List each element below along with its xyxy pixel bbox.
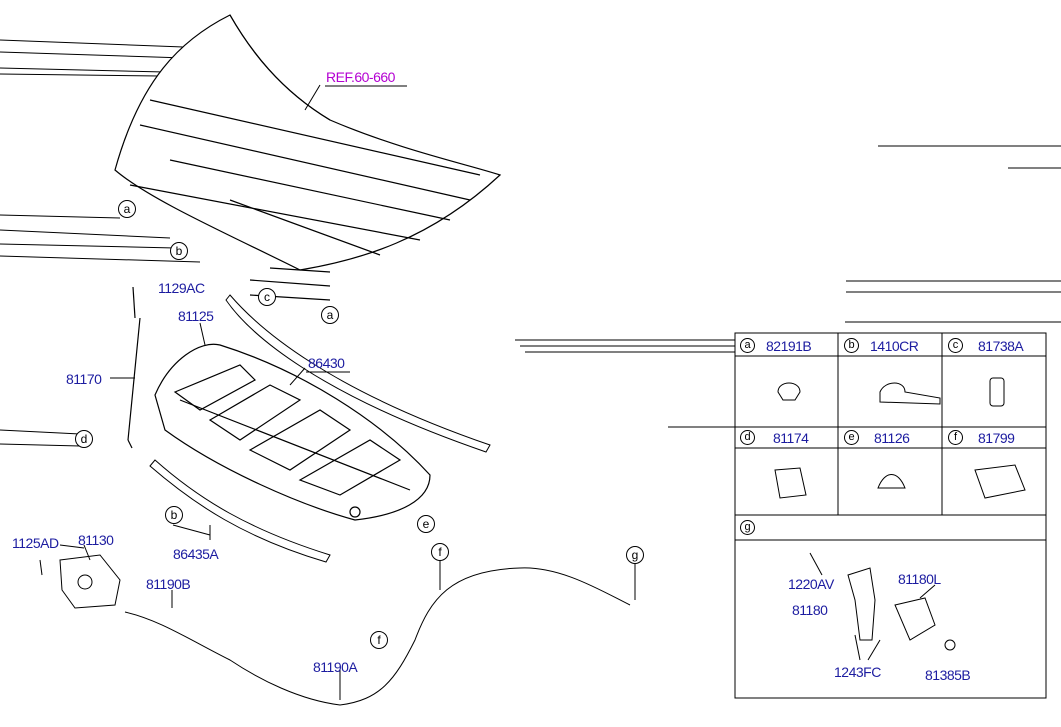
hood-stay-rod: [127, 286, 141, 449]
hood-latch: [39, 554, 121, 609]
callout-c[interactable]: c: [258, 288, 276, 306]
table-part-1243fc[interactable]: 1243FC: [834, 664, 881, 680]
parts-table: [734, 332, 1047, 699]
part-label-81190b[interactable]: 81190B: [146, 576, 191, 592]
callout-d[interactable]: d: [75, 430, 93, 448]
part-label-81125[interactable]: 81125: [178, 308, 214, 324]
callout-e[interactable]: e: [417, 515, 435, 533]
callout-a[interactable]: a: [118, 200, 136, 218]
release-cable: [124, 560, 631, 706]
table-key-f: f: [948, 430, 963, 445]
table-part-81180l[interactable]: 81180L: [898, 571, 941, 587]
callout-f[interactable]: f: [431, 543, 449, 561]
table-part-81385b[interactable]: 81385B: [925, 667, 971, 683]
part-label-86435a[interactable]: 86435A: [173, 546, 219, 562]
table-part-81180[interactable]: 81180: [792, 602, 828, 618]
hood-inner-panel: [154, 343, 431, 521]
table-key-b: b: [844, 338, 859, 353]
part-label-81190a[interactable]: 81190A: [313, 659, 358, 675]
ref-leader-line: [304, 84, 321, 111]
callout-f[interactable]: f: [370, 631, 388, 649]
seal-strip-86430: [225, 294, 491, 453]
background-lines: [0, 39, 1061, 447]
callout-b[interactable]: b: [170, 242, 188, 260]
table-part-1410cr[interactable]: 1410CR: [870, 338, 919, 354]
table-part-81799[interactable]: 81799: [978, 430, 1015, 446]
part-label-81130[interactable]: 81130: [78, 532, 114, 548]
table-key-g: g: [740, 520, 755, 535]
table-key-a: a: [740, 338, 755, 353]
part-label-86430[interactable]: 86430: [308, 355, 345, 371]
table-part-81126[interactable]: 81126: [874, 430, 910, 446]
callout-a[interactable]: a: [321, 306, 339, 324]
callout-g[interactable]: g: [626, 546, 644, 564]
leader-lines: [59, 322, 636, 700]
part-label-81170[interactable]: 81170: [66, 371, 102, 387]
table-part-82191b[interactable]: 82191B: [766, 338, 812, 354]
table-part-1220av[interactable]: 1220AV: [788, 576, 834, 592]
table-part-81174[interactable]: 81174: [773, 430, 809, 446]
hood-panel: [114, 14, 502, 301]
callout-b[interactable]: b: [165, 506, 183, 524]
table-key-d: d: [740, 430, 755, 445]
table-key-c: c: [948, 338, 963, 353]
table-part-81738a[interactable]: 81738A: [978, 338, 1024, 354]
ref-label[interactable]: REF.60-660: [326, 69, 395, 85]
part-label-1125ad[interactable]: 1125AD: [12, 535, 59, 551]
seal-strip-86435a: [149, 459, 331, 563]
part-label-1129ac[interactable]: 1129AC: [158, 280, 205, 296]
table-key-e: e: [844, 430, 859, 445]
